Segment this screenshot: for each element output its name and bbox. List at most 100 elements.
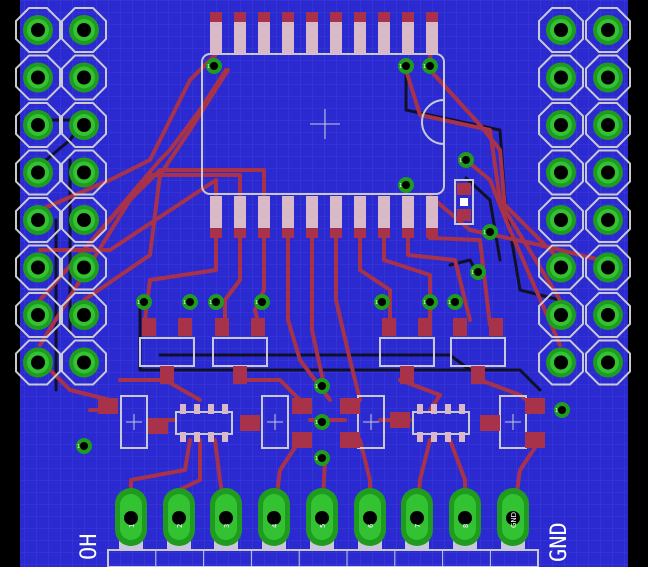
pad-drill-hole (601, 70, 615, 85)
connector-pad-label: 3 (223, 524, 231, 528)
ic-pin-bottom-tip (258, 228, 270, 238)
pad-drill-hole (31, 165, 45, 180)
pad-drill-hole (554, 308, 568, 322)
ic-pin-top-tip (306, 12, 318, 22)
top-trace (334, 236, 362, 402)
header-pad-outline (61, 7, 107, 53)
pad-drill-hole (31, 213, 45, 227)
ic-pin-bottom (426, 196, 438, 238)
ic-pin-bottom-tip (354, 228, 366, 238)
pad-drill-hole (554, 165, 568, 180)
top-trace (428, 236, 492, 327)
via-drill (474, 268, 482, 276)
ic-pin-top (426, 12, 438, 54)
header-pad-outline (15, 339, 61, 386)
fet-pad (160, 366, 174, 384)
via-drill (140, 298, 148, 306)
soic-pin (431, 404, 437, 414)
soic-pin (459, 404, 465, 414)
header-pad-outline (15, 244, 61, 291)
cap-outline (454, 179, 474, 225)
top-trace (406, 236, 472, 322)
pad-drill-hole (601, 355, 615, 370)
header-pad-outline (538, 197, 584, 243)
pad-drill-hole (601, 260, 615, 275)
soic-pin (459, 432, 465, 442)
label-layer: OH GND (77, 522, 572, 562)
pad-drill-hole (554, 118, 568, 132)
via-drill (80, 442, 88, 450)
header-pad-outline (538, 149, 584, 196)
header-pad-outline (585, 244, 631, 291)
via-label: 1 (207, 64, 210, 70)
soic-pin (208, 404, 214, 414)
pad-drill-hole (77, 355, 91, 370)
fet-pad (251, 318, 265, 336)
header-pad-outline (15, 149, 61, 196)
pad-drill-hole (77, 70, 91, 85)
header-pad-outline (61, 102, 107, 148)
ic-pin-bottom-tip (210, 228, 222, 238)
soic-pin (194, 404, 200, 414)
soic-outline (412, 411, 470, 435)
via-label: 1 (315, 384, 318, 390)
header-pad-outline (61, 54, 107, 101)
via-label: 1 (375, 300, 378, 306)
connector-outline (107, 549, 539, 567)
bottom-trace (138, 298, 542, 392)
via-label: 1 (471, 270, 474, 276)
soic-pin (445, 432, 451, 442)
header-pad-outline (538, 339, 584, 386)
top-trace (38, 168, 266, 347)
via-drill (402, 62, 410, 70)
top-trace (38, 178, 218, 252)
connector-pad-label: 6 (367, 523, 375, 528)
ic-pin-bottom (210, 196, 222, 238)
pad-drill-hole (31, 260, 45, 275)
pad-drill-hole (77, 165, 91, 180)
via-label: 1 (448, 300, 451, 306)
header-pad-outline (538, 54, 584, 101)
top-trace (223, 236, 242, 322)
header-pad-outline (585, 197, 631, 243)
fet-pad (233, 366, 247, 384)
header-pad-outline (538, 7, 584, 53)
connector-pad-label: 1 (128, 524, 136, 528)
header-pad-outline (61, 244, 107, 291)
fet-pad (471, 366, 485, 384)
soic-pin (417, 432, 423, 442)
header-pad-outline (15, 197, 61, 243)
ic-pin-top-tip (234, 12, 246, 22)
board-edge-left (0, 0, 20, 567)
cap-pad (457, 183, 471, 195)
ic-pin-top (234, 12, 246, 54)
pad-drill-hole (77, 118, 91, 132)
connector-drill (172, 511, 186, 525)
smd-pad (480, 415, 500, 431)
pad-drill-hole (77, 260, 91, 275)
connector-pad-label: 8 (462, 524, 470, 528)
via-drill (186, 298, 194, 306)
ic-pin-bottom (402, 196, 414, 238)
via-drill (210, 62, 218, 70)
header-pad-outline (585, 292, 631, 338)
header-pad-outline (585, 339, 631, 386)
soic-pin (222, 404, 228, 414)
connector-drill (458, 511, 472, 525)
soic-pin (417, 404, 423, 414)
header-pad-outline (538, 244, 584, 291)
smd-pad (340, 432, 360, 448)
ic-pin-bottom-tip (306, 228, 318, 238)
ic-pin-bottom (306, 196, 318, 238)
header-pad-outline (61, 292, 107, 338)
via-drill (258, 298, 266, 306)
ic-pin-top (354, 12, 366, 54)
via-label: 1 (399, 183, 402, 189)
connector-pad-label: 2 (176, 524, 184, 528)
via-label: 1 (423, 300, 426, 306)
via-drill (486, 228, 494, 236)
pad-drill-hole (554, 23, 568, 37)
connector-drill (363, 511, 377, 525)
pad-drill-hole (554, 355, 568, 370)
